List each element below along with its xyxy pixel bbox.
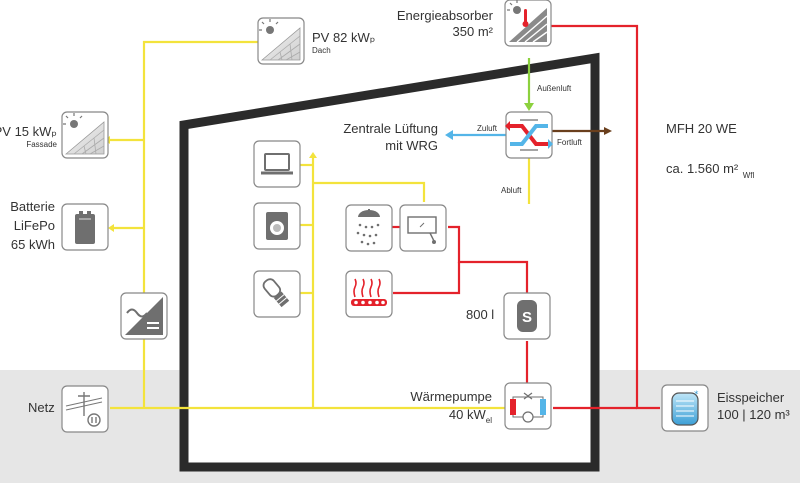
fortluft-label: Fortluft [557, 138, 582, 147]
floor-heating-icon[interactable] [345, 270, 393, 318]
heat-recovery-ventilation-icon[interactable] [505, 111, 553, 159]
arrow-battery [108, 224, 114, 232]
ice-storage-label: Eisspeicher 100 | 120 m³ [717, 390, 790, 422]
power-grid-icon[interactable] [61, 385, 109, 433]
pv-facade-label: PV 15 kWₚ Fassade [0, 124, 57, 149]
storage-volume-label: 800 l [466, 307, 495, 322]
abluft-label: Abluft [501, 186, 522, 195]
heat-lines [392, 24, 660, 410]
ventilation-label: Zentrale Lüftung mit WRG [343, 121, 438, 153]
inverter-icon[interactable] [120, 292, 168, 340]
zuluft-label: Zuluft [477, 124, 498, 133]
fresh-water-station-icon[interactable] [399, 204, 447, 252]
arrow-aussenluft [524, 103, 534, 111]
battery-label: Batterie LiFePo 65 kWh [10, 199, 55, 252]
shower-icon[interactable] [345, 204, 393, 252]
aussenluft-label: Außenluft [537, 84, 572, 93]
dhw-to-heating-line [393, 262, 461, 295]
arrow-fortluft [604, 127, 612, 135]
building-label: MFH 20 WE [666, 121, 737, 136]
pv-panel-icon[interactable] [257, 17, 305, 65]
arrow-bus-up [309, 152, 317, 158]
pv-roof-line [142, 40, 258, 408]
storage-tank-letter: S [522, 309, 532, 326]
electric-lines [110, 40, 531, 410]
svg-text:*: * [694, 390, 699, 400]
grid-label: Netz [28, 400, 55, 415]
internal-bus-line [313, 181, 426, 202]
heatpump-label: Wärmepumpe 40 kWel [410, 389, 492, 425]
washing-machine-icon[interactable] [253, 202, 301, 250]
solar-absorber-icon[interactable] [504, 0, 552, 47]
laptop-icon[interactable] [253, 140, 301, 188]
heat-pump-icon[interactable] [504, 382, 552, 430]
pv-roof-label: PV 82 kWₚ Dach [312, 30, 376, 55]
arrow-zuluft [445, 130, 453, 140]
absorber-line [551, 24, 660, 410]
ice-storage-icon[interactable]: * [661, 384, 709, 432]
battery-icon[interactable] [61, 203, 109, 251]
building-area-label: ca. 1.560 m² Wfl [666, 161, 755, 180]
lamp-icon[interactable] [253, 270, 301, 318]
pv-panel-icon[interactable] [61, 111, 109, 159]
storage-tank-icon[interactable]: S [503, 292, 551, 340]
absorber-label: Energieabsorber 350 m² [396, 8, 493, 39]
